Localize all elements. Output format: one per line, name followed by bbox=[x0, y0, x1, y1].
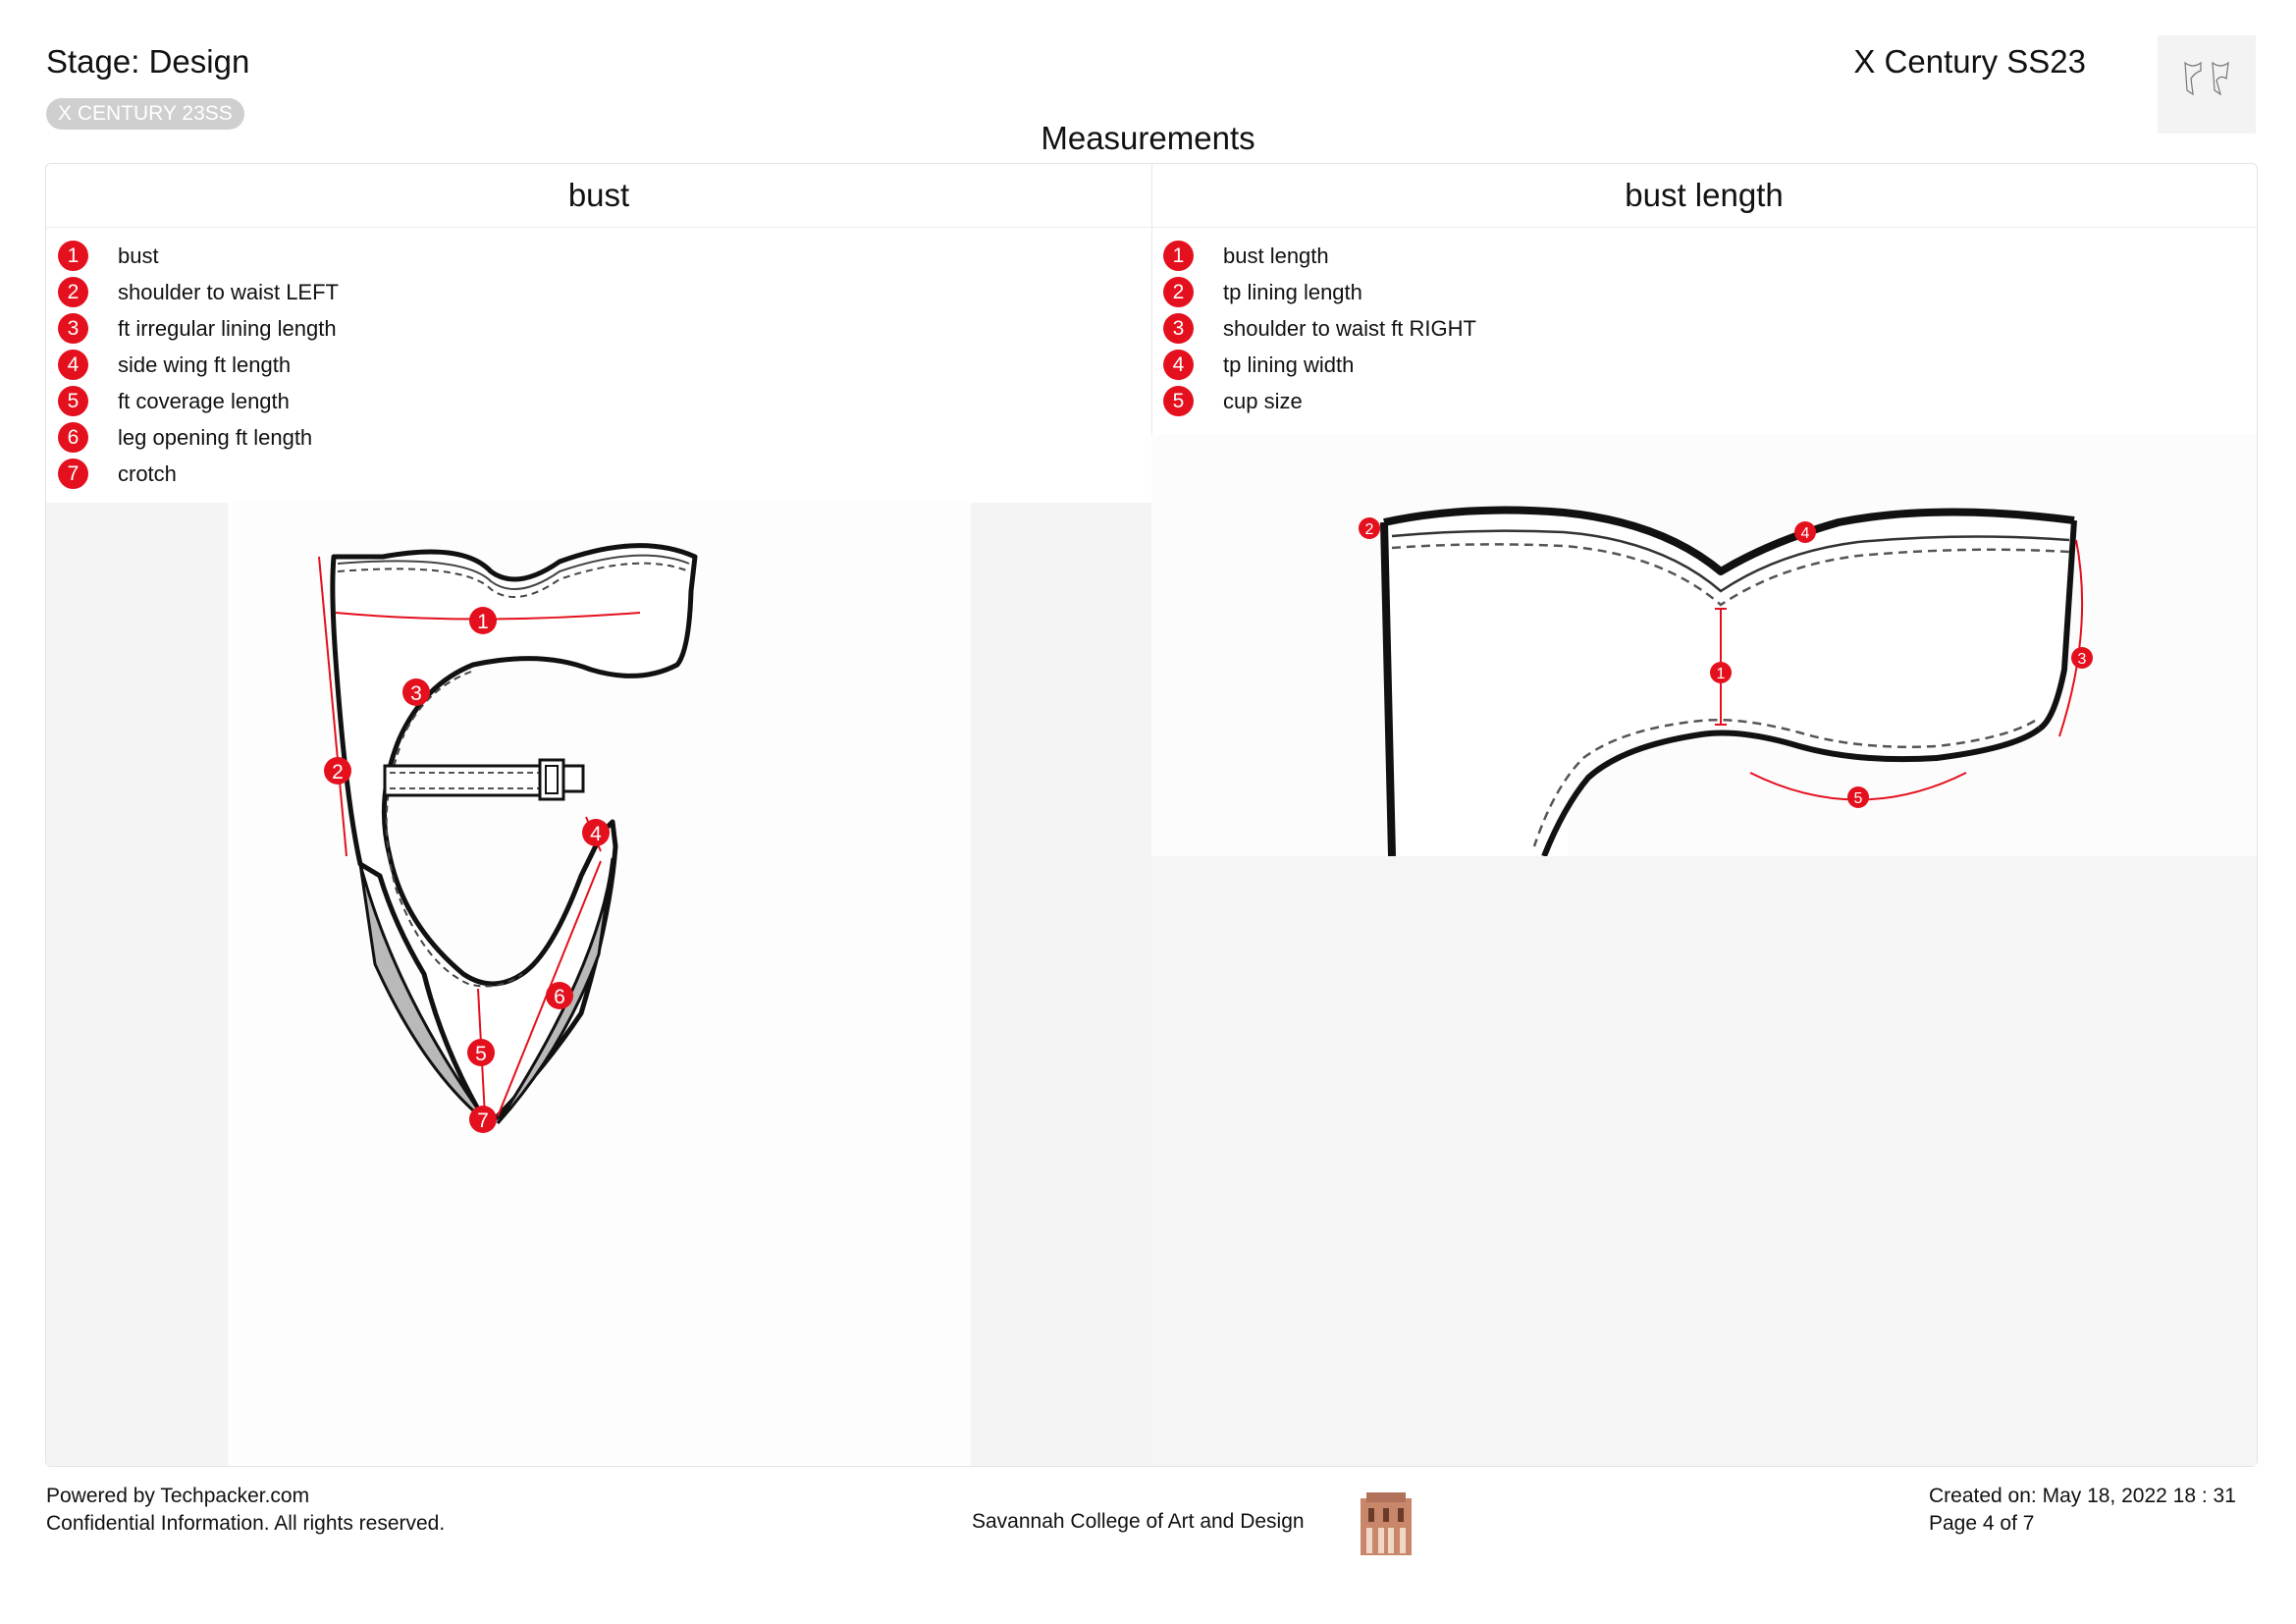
point-number-badge: 4 bbox=[1163, 350, 1194, 380]
footer-left: Powered by Techpacker.com Confidential I… bbox=[46, 1483, 445, 1538]
point-number-badge: 3 bbox=[1163, 313, 1194, 344]
point-number-badge: 6 bbox=[58, 422, 88, 453]
measurement-legend: 1 bust length 2 tp lining length 3 shoulder… bbox=[1151, 228, 2257, 419]
measurement-board: bust 1 bust 2 shoulder to waist LEFT 3 ft i… bbox=[45, 163, 2258, 1467]
legend-label: bust length bbox=[1223, 243, 1329, 268]
legend-item[interactable]: 2 tp lining length bbox=[1151, 274, 2257, 310]
swimsuit-front-sketch: 1 2 3 4 5 6 7 bbox=[318, 543, 698, 1133]
legend-label: bust bbox=[118, 243, 159, 268]
svg-text:3: 3 bbox=[2078, 651, 2087, 668]
legend-item[interactable]: 5 cup size bbox=[1151, 383, 2257, 419]
measurement-legend: 1 bust 2 shoulder to waist LEFT 3 ft irregu… bbox=[46, 228, 1151, 492]
svg-text:2: 2 bbox=[1365, 521, 1374, 538]
technical-sketch-front: 1 2 3 4 5 6 7 bbox=[46, 503, 1151, 1466]
legend-label: tp lining length bbox=[1223, 279, 1362, 304]
empty-canvas-area bbox=[1151, 856, 2257, 1466]
legend-label: side wing ft length bbox=[118, 352, 292, 377]
legend-label: shoulder to waist LEFT bbox=[118, 279, 339, 304]
legend-label: leg opening ft length bbox=[118, 424, 313, 450]
point-number-badge: 5 bbox=[1163, 386, 1194, 416]
svg-text:5: 5 bbox=[475, 1043, 487, 1065]
legend-item[interactable]: 7 crotch bbox=[46, 456, 1151, 492]
point-number-badge: 2 bbox=[1163, 277, 1194, 307]
legend-item[interactable]: 2 shoulder to waist LEFT bbox=[46, 274, 1151, 310]
product-thumbnail[interactable] bbox=[2158, 35, 2256, 134]
page-indicator: Page 4 of 7 bbox=[1929, 1512, 2035, 1535]
legend-item[interactable]: 6 leg opening ft length bbox=[46, 419, 1151, 456]
legend-label: cup size bbox=[1223, 388, 1303, 413]
panel-title: bust bbox=[46, 164, 1151, 228]
legend-item[interactable]: 3 ft irregular lining length bbox=[46, 310, 1151, 347]
school-logo bbox=[1353, 1489, 1419, 1557]
point-number-badge: 5 bbox=[58, 386, 88, 416]
product-title: X Century SS23 bbox=[1853, 43, 2086, 80]
point-number-badge: 4 bbox=[58, 350, 88, 380]
legend-item[interactable]: 4 side wing ft length bbox=[46, 347, 1151, 383]
svg-text:3: 3 bbox=[410, 682, 422, 705]
legend-label: ft coverage length bbox=[118, 388, 290, 413]
footer-right: Created on: May 18, 2022 18 : 31 Page 4 … bbox=[1929, 1483, 2236, 1538]
legend-item[interactable]: 4 tp lining width bbox=[1151, 347, 2257, 383]
legend-label: tp lining width bbox=[1223, 352, 1355, 377]
panel-title: bust length bbox=[1151, 164, 2257, 228]
svg-text:4: 4 bbox=[1801, 525, 1810, 542]
measurement-markers[interactable]: 1 2 3 4 5 bbox=[1359, 517, 2093, 808]
legend-label: ft irregular lining length bbox=[118, 315, 337, 341]
point-number-badge: 7 bbox=[58, 459, 88, 489]
sketch-paper: 1 2 3 4 5 6 7 bbox=[228, 503, 971, 1466]
confidential-notice: Confidential Information. All rights res… bbox=[46, 1512, 446, 1535]
svg-text:4: 4 bbox=[590, 823, 602, 845]
legend-item[interactable]: 1 bust length bbox=[1151, 238, 2257, 274]
panel-bust-length: bust length 1 bust length 2 tp lining leng… bbox=[1151, 164, 2257, 1466]
bust-closeup-sketch: 1 2 3 4 5 bbox=[1359, 506, 2093, 856]
swimsuit-thumbnail-icon bbox=[2184, 61, 2229, 96]
svg-text:1: 1 bbox=[1717, 666, 1726, 682]
school-name: Savannah College of Art and Design bbox=[972, 1510, 1305, 1533]
collection-chip[interactable]: X CENTURY 23SS bbox=[46, 98, 244, 130]
svg-text:6: 6 bbox=[554, 986, 565, 1008]
svg-text:2: 2 bbox=[332, 761, 344, 784]
legend-item[interactable]: 5 ft coverage length bbox=[46, 383, 1151, 419]
svg-text:5: 5 bbox=[1854, 790, 1863, 807]
building-logo-icon bbox=[1361, 1492, 1412, 1555]
powered-by-link[interactable]: Powered by Techpacker.com bbox=[46, 1485, 310, 1507]
created-date: Created on: May 18, 2022 18 : 31 bbox=[1929, 1485, 2236, 1507]
section-title: Measurements bbox=[1041, 120, 1255, 156]
point-number-badge: 2 bbox=[58, 277, 88, 307]
measurement-markers[interactable]: 1 2 3 4 5 6 7 bbox=[324, 607, 610, 1133]
svg-text:1: 1 bbox=[477, 611, 489, 633]
point-number-badge: 3 bbox=[58, 313, 88, 344]
point-number-badge: 1 bbox=[1163, 241, 1194, 271]
svg-text:7: 7 bbox=[477, 1110, 489, 1132]
legend-item[interactable]: 1 bust bbox=[46, 238, 1151, 274]
panel-bust: bust 1 bust 2 shoulder to waist LEFT 3 ft i… bbox=[46, 164, 1152, 1466]
point-number-badge: 1 bbox=[58, 241, 88, 271]
stage-title: Stage: Design bbox=[46, 43, 250, 80]
legend-item[interactable]: 3 shoulder to waist ft RIGHT bbox=[1151, 310, 2257, 347]
technical-sketch-closeup: 1 2 3 4 5 bbox=[1151, 434, 2257, 856]
legend-label: crotch bbox=[118, 460, 177, 486]
legend-label: shoulder to waist ft RIGHT bbox=[1223, 315, 1476, 341]
